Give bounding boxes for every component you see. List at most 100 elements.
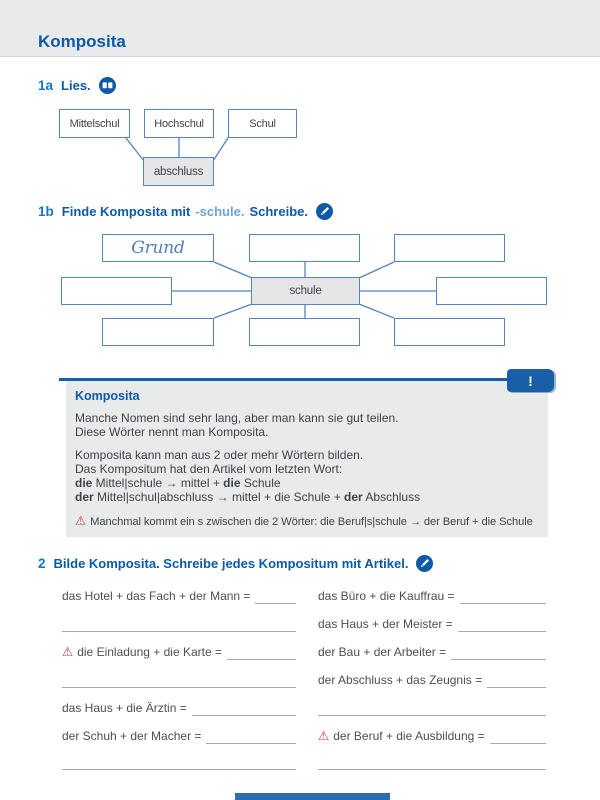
center-word-box: schule bbox=[251, 277, 360, 305]
info-box-top-bar bbox=[59, 378, 523, 381]
pencil-icon bbox=[315, 203, 333, 220]
exercise-row: der Abschluss + das Zeugnis = bbox=[318, 672, 546, 688]
answer-line[interactable] bbox=[318, 754, 546, 770]
book-icon bbox=[98, 77, 116, 94]
word-part-box: Schul bbox=[228, 109, 297, 138]
base-word-label: abschluss bbox=[153, 165, 204, 178]
exercise-label: das Büro + die Kauffrau = bbox=[318, 589, 455, 603]
answer-line[interactable] bbox=[459, 588, 546, 604]
info-paragraph-2: Komposita kann man aus 2 oder mehr Wörte… bbox=[75, 449, 541, 504]
info-text-line: Diese Wörter nennt man Komposita. bbox=[75, 424, 269, 439]
answer-line[interactable] bbox=[62, 616, 296, 632]
answer-box[interactable] bbox=[249, 234, 360, 262]
page-title: Komposita bbox=[38, 32, 126, 51]
answer-box[interactable] bbox=[61, 277, 172, 305]
header-band bbox=[0, 0, 600, 57]
exercise-label: der Beruf + die Ausbildung = bbox=[333, 729, 485, 743]
exclamation-mark: ! bbox=[528, 372, 533, 389]
article-bold: der bbox=[344, 489, 363, 504]
warning-triangle-icon: ⚠ bbox=[318, 729, 330, 743]
answer-line[interactable] bbox=[451, 644, 546, 660]
exercise-row: das Haus + der Meister = bbox=[318, 616, 546, 632]
info-paragraph-1: Manche Nomen sind sehr lang, aber man ka… bbox=[75, 410, 541, 440]
answer-box[interactable]: Grund bbox=[102, 234, 214, 262]
info-text-line: Das Kompositum hat den Artikel vom letzt… bbox=[75, 462, 343, 477]
answer-line[interactable] bbox=[489, 728, 546, 744]
exercise-row bbox=[62, 672, 296, 688]
answer-line[interactable] bbox=[191, 700, 296, 716]
exercise-row: ⚠ die Einladung + die Karte = bbox=[62, 644, 296, 660]
exercise-row bbox=[318, 754, 546, 770]
answer-box[interactable] bbox=[394, 234, 505, 262]
answer-line[interactable] bbox=[318, 700, 546, 716]
info-box-title: Komposita bbox=[75, 389, 140, 403]
exercise-label: der Abschluss + das Zeugnis = bbox=[318, 673, 483, 687]
task-1b-header: 1b Finde Komposita mit -schule. Schreibe… bbox=[38, 203, 333, 220]
info-example-2: der Mittel|schul|abschluss → mittel + di… bbox=[75, 489, 541, 505]
article-bold: die bbox=[223, 475, 241, 490]
exercise-label: das Hotel + das Fach + der Mann = bbox=[62, 589, 251, 603]
info-text-line: Komposita kann man aus 2 oder mehr Wörte… bbox=[75, 448, 364, 463]
task-number: 1a bbox=[38, 78, 54, 93]
exercise-label: die Einladung + die Karte = bbox=[77, 645, 222, 659]
example-text: Mittel|schule → mittel + bbox=[92, 475, 224, 490]
handwritten-answer: Grund bbox=[131, 238, 185, 258]
exercise-row bbox=[62, 616, 296, 632]
page-footer-bar bbox=[235, 793, 390, 800]
example-text: Mittel|schul|abschluss → mittel + die Sc… bbox=[93, 489, 345, 504]
answer-box[interactable] bbox=[249, 318, 360, 346]
answer-line[interactable] bbox=[487, 672, 546, 688]
exercise-row: ⚠ der Beruf + die Ausbildung = bbox=[318, 728, 546, 744]
word-part-label: Mittelschul bbox=[69, 117, 120, 130]
exercise-row bbox=[62, 754, 296, 770]
word-part-label: Hochschul bbox=[154, 117, 204, 130]
task-instruction: Schreibe. bbox=[249, 204, 308, 219]
warning-triangle-icon: ⚠ bbox=[75, 513, 87, 528]
word-part-label: Schul bbox=[249, 117, 276, 130]
word-part-box: Mittelschul bbox=[59, 109, 130, 138]
info-example-1: die Mittel|schule → mittel + die Schule bbox=[75, 475, 541, 491]
exercise-row: der Schuh + der Macher = bbox=[62, 728, 296, 744]
answer-box[interactable] bbox=[394, 318, 505, 346]
task-number: 2 bbox=[38, 556, 46, 571]
exercise-row: das Hotel + das Fach + der Mann = bbox=[62, 588, 296, 604]
example-text: Schule bbox=[240, 475, 281, 490]
exercise-row: das Büro + die Kauffrau = bbox=[318, 588, 546, 604]
exercise-label: das Haus + der Meister = bbox=[318, 617, 453, 631]
pencil-icon bbox=[416, 555, 434, 572]
article-bold: die bbox=[75, 475, 93, 490]
exercise-row bbox=[318, 700, 546, 716]
task-instruction: Lies. bbox=[61, 78, 91, 93]
answer-box[interactable] bbox=[102, 318, 214, 346]
exercise-row: der Bau + der Arbeiter = bbox=[318, 644, 546, 660]
exercise-label: der Bau + der Arbeiter = bbox=[318, 645, 447, 659]
answer-line[interactable] bbox=[206, 728, 296, 744]
task-instruction: Bilde Komposita. Schreibe jedes Komposit… bbox=[53, 556, 409, 571]
task-1a-header: 1a Lies. bbox=[38, 77, 116, 94]
exercise-label: das Haus + die Ärztin = bbox=[62, 701, 187, 715]
answer-line[interactable] bbox=[227, 644, 296, 660]
base-word-box: abschluss bbox=[143, 157, 214, 186]
task-number: 1b bbox=[38, 204, 54, 219]
info-box-content: Komposita Manche Nomen sind sehr lang, a… bbox=[75, 389, 541, 530]
info-text-line: Manche Nomen sind sehr lang, aber man ka… bbox=[75, 410, 399, 425]
warning-triangle-icon: ⚠ bbox=[62, 645, 74, 659]
exercise-row: das Haus + die Ärztin = bbox=[62, 700, 296, 716]
exclamation-badge: ! bbox=[507, 369, 554, 392]
word-part-box: Hochschul bbox=[144, 109, 214, 138]
answer-line[interactable] bbox=[255, 588, 296, 604]
exercise-label: der Schuh + der Macher = bbox=[62, 729, 202, 743]
center-word-label: schule bbox=[289, 285, 322, 297]
example-text: Abschluss bbox=[362, 489, 421, 504]
answer-line[interactable] bbox=[457, 616, 546, 632]
article-bold: der bbox=[75, 489, 94, 504]
info-warning-line: ⚠Manchmal kommt ein s zwischen die 2 Wör… bbox=[75, 513, 541, 530]
answer-box[interactable] bbox=[436, 277, 547, 305]
answer-line[interactable] bbox=[62, 754, 296, 770]
warning-text: Manchmal kommt ein s zwischen die 2 Wört… bbox=[90, 515, 533, 528]
task-instruction-highlight: -schule. bbox=[195, 204, 245, 219]
task-instruction: Finde Komposita mit bbox=[61, 204, 191, 219]
answer-line[interactable] bbox=[62, 672, 296, 688]
